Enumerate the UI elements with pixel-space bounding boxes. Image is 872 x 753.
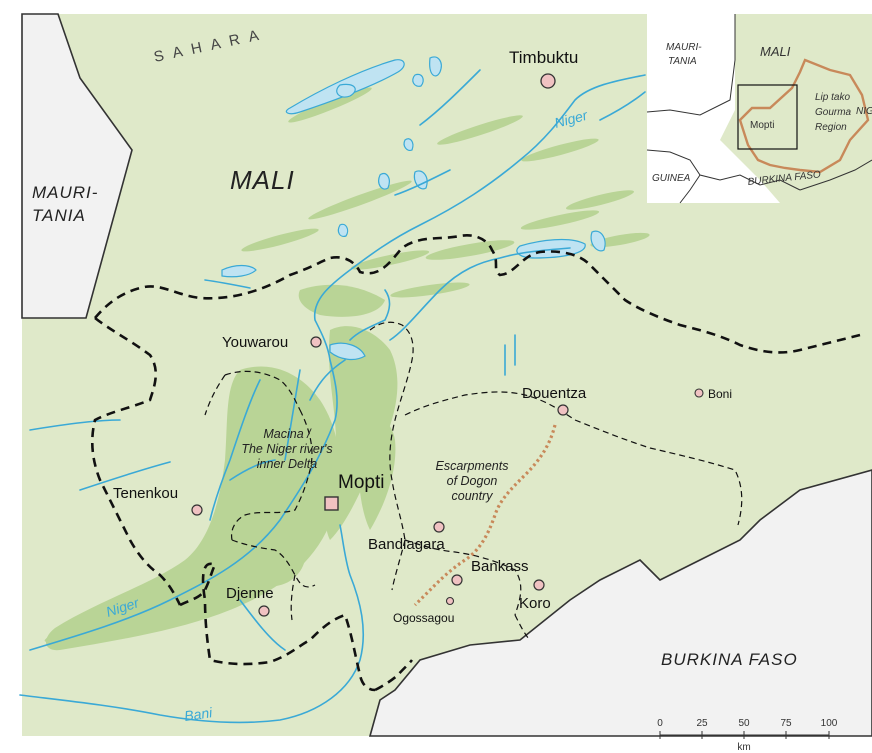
youwarou-label: Youwarou bbox=[222, 334, 288, 351]
mauritania-area bbox=[21, 13, 133, 319]
boni-marker bbox=[694, 388, 704, 398]
region-boundaries bbox=[90, 234, 861, 692]
scale-label-0: 0 bbox=[657, 718, 663, 729]
scale-label-75: 75 bbox=[780, 718, 792, 729]
ogossagou-label: Ogossagou bbox=[393, 611, 454, 625]
scale-bar: 0 25 50 75 100 km bbox=[657, 718, 838, 753]
inset-border-south bbox=[646, 149, 801, 191]
burkina-area bbox=[368, 469, 872, 737]
delta-note-1: Macina / bbox=[263, 427, 312, 441]
bandiagara-marker bbox=[433, 521, 445, 533]
ogossagou-marker bbox=[445, 596, 455, 606]
mopti-label: Mopti bbox=[338, 472, 384, 493]
frame-bottom bbox=[0, 736, 872, 753]
djenne-label: Djenne bbox=[226, 585, 274, 602]
inset-mopti: Mopti bbox=[750, 120, 774, 131]
inset-liptako-2: Gourma bbox=[815, 107, 852, 118]
inset-mauritania-1: MAURI- bbox=[666, 42, 702, 53]
inset-border-guinea bbox=[679, 174, 701, 204]
escarpment-line bbox=[413, 424, 557, 607]
escarpment-note-2: of Dogon bbox=[447, 474, 498, 488]
inset-liptako-1: Lip tako bbox=[815, 92, 850, 103]
bankass-marker bbox=[451, 574, 463, 586]
koro-marker bbox=[533, 579, 545, 591]
escarpment-note-1: Escarpments bbox=[436, 459, 509, 473]
koro-label: Koro bbox=[519, 595, 551, 612]
inset-liptako-region bbox=[738, 58, 870, 174]
timbuktu-label: Timbuktu bbox=[509, 48, 578, 67]
inset-mali: MALI bbox=[760, 44, 791, 59]
cercle-boundaries bbox=[204, 321, 743, 641]
mauritania-label-2: TANIA bbox=[32, 206, 86, 225]
timbuktu-marker bbox=[540, 73, 556, 89]
burkina-label: BURKINA FASO bbox=[661, 650, 798, 669]
inset-guinea: GUINEA bbox=[652, 173, 691, 184]
bandiagara-label: Bandiagara bbox=[368, 536, 445, 553]
lakes bbox=[221, 56, 606, 361]
bankass-label: Bankass bbox=[471, 558, 529, 575]
town-markers bbox=[191, 73, 704, 617]
scale-label-100: 100 bbox=[821, 718, 838, 729]
scale-label-25: 25 bbox=[696, 718, 708, 729]
scale-unit: km bbox=[737, 742, 750, 753]
tenenkou-marker bbox=[191, 504, 203, 516]
delta-note-3: inner Delta bbox=[257, 457, 317, 471]
rivers bbox=[19, 69, 646, 724]
escarpment-note-3: country bbox=[452, 489, 494, 503]
inset-mopti-frame bbox=[737, 84, 798, 150]
bani-river-label: Bani bbox=[183, 704, 214, 724]
wetland-areas bbox=[44, 87, 650, 651]
youwarou-marker bbox=[310, 336, 322, 348]
delta-note-2: The Niger river's bbox=[241, 442, 332, 456]
inset-border-east bbox=[799, 159, 872, 191]
inset-niger-short: NIG bbox=[856, 106, 872, 117]
douentza-label: Douentza bbox=[522, 385, 587, 402]
mali-label: MALI bbox=[230, 165, 295, 195]
inset-mali-land bbox=[720, 14, 872, 203]
scale-label-50: 50 bbox=[738, 718, 750, 729]
frame-left bbox=[0, 0, 22, 753]
frame-top bbox=[0, 0, 872, 14]
tenenkou-label: Tenenkou bbox=[113, 485, 178, 502]
inset-map: MAURI- TANIA MALI GUINEA BURKINA FASO Mo… bbox=[646, 14, 872, 204]
mauritania-label-1: MAURI- bbox=[32, 183, 98, 202]
mopti-marker bbox=[324, 496, 339, 511]
inset-border-west bbox=[646, 14, 736, 116]
djenne-marker bbox=[258, 605, 270, 617]
boni-label: Boni bbox=[708, 387, 732, 401]
inset-liptako-3: Region bbox=[815, 122, 847, 133]
inset-mauritania-2: TANIA bbox=[668, 56, 697, 67]
douentza-marker bbox=[557, 404, 569, 416]
